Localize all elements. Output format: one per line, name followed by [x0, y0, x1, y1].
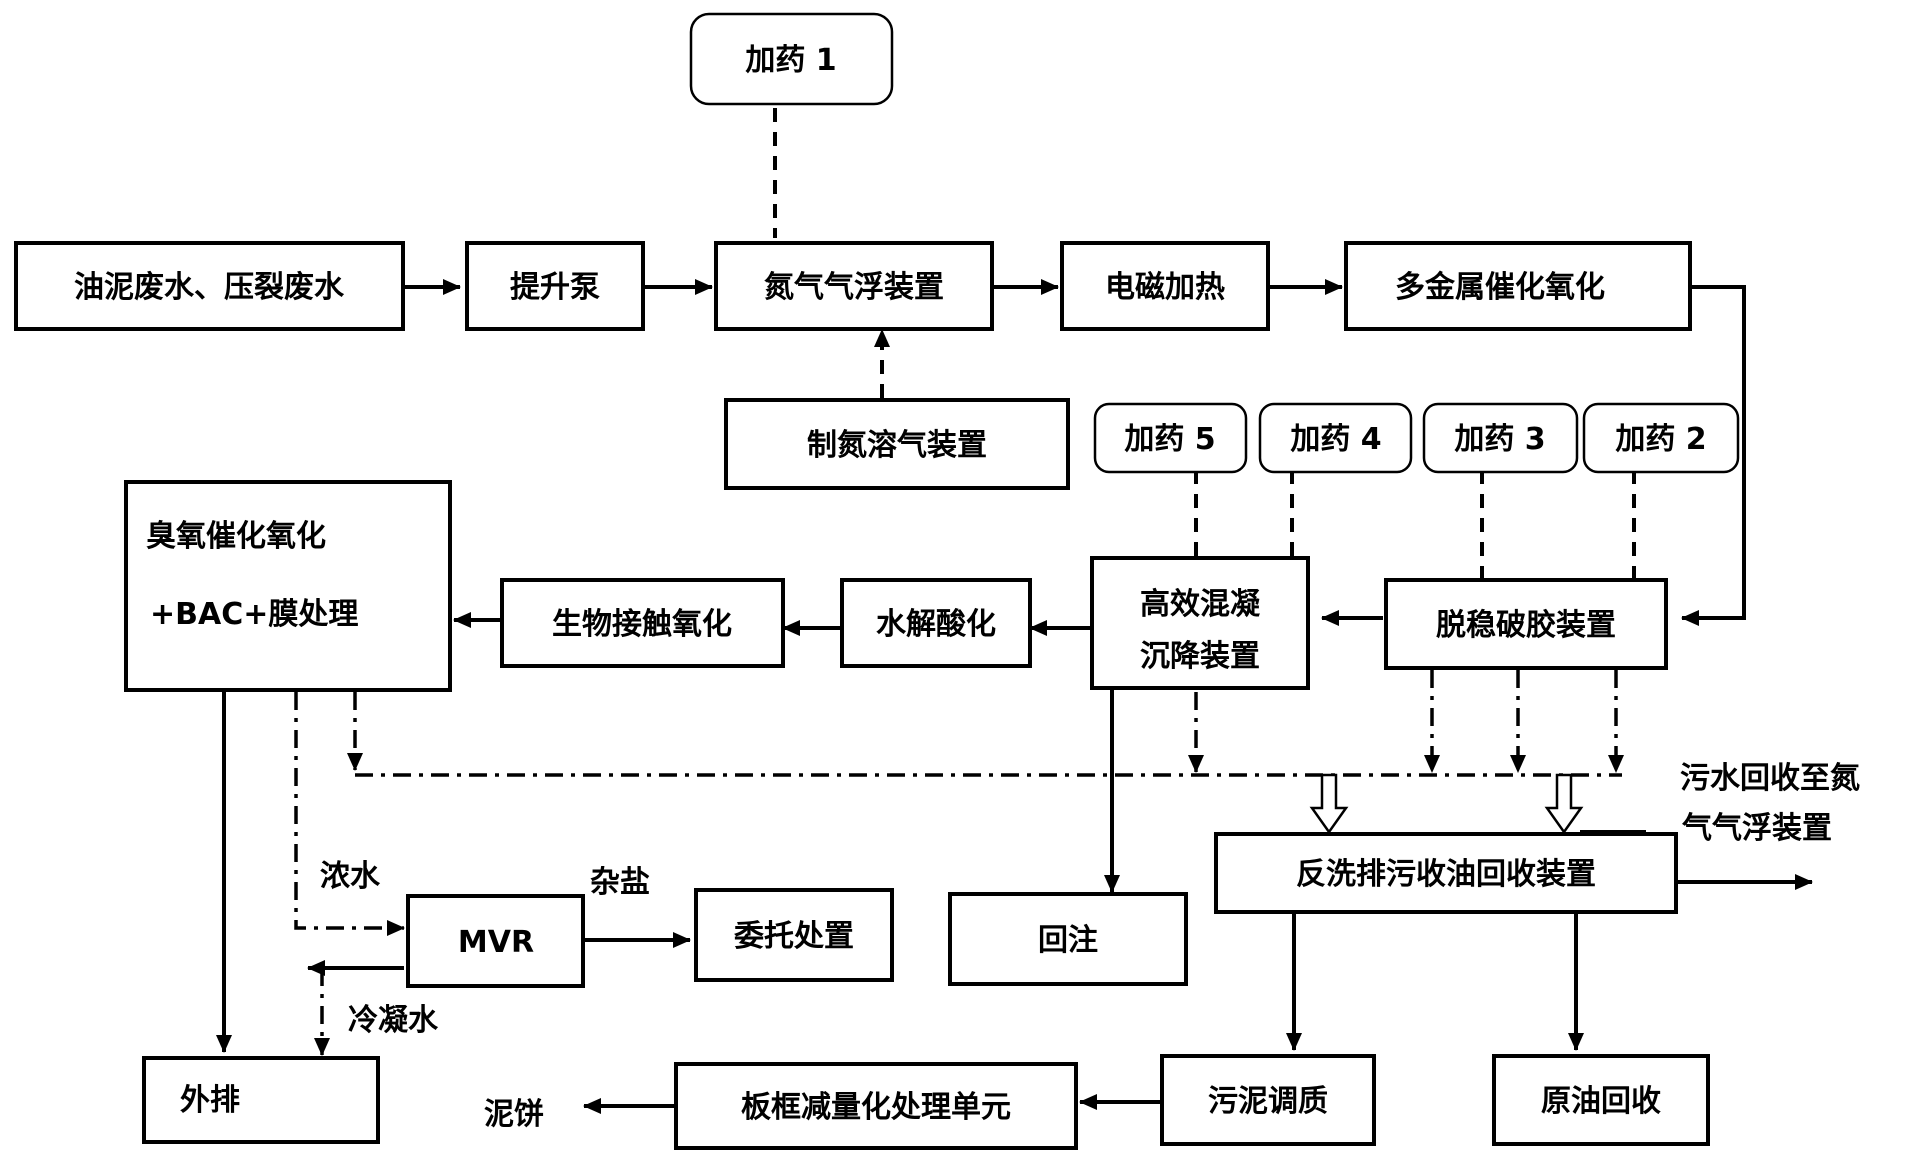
node-em-heat: 电磁加热: [1060, 241, 1270, 331]
node-dose3: 加药 3: [1422, 402, 1579, 474]
node-reinject: 回注: [948, 892, 1188, 986]
svg-text:污泥调质: 污泥调质: [1208, 1084, 1328, 1119]
svg-text:+BAC+膜处理: +BAC+膜处理: [150, 597, 358, 632]
node-entrust: 委托处置: [694, 888, 894, 982]
node-pump: 提升泵: [465, 241, 645, 331]
svg-text:脱稳破胶装置: 脱稳破胶装置: [1436, 608, 1616, 643]
svg-text:高效混凝: 高效混凝: [1140, 587, 1261, 622]
node-inflow: 油泥废水、压裂废水: [14, 241, 405, 331]
svg-text:加药 5: 加药 5: [1124, 422, 1215, 457]
node-plate-frame: 板框减量化处理单元: [674, 1062, 1078, 1150]
svg-text:加药 3: 加药 3: [1454, 422, 1545, 457]
svg-text:多金属催化氧化: 多金属催化氧化: [1395, 270, 1605, 305]
svg-text:板框减量化处理单元: 板框减量化处理单元: [741, 1090, 1011, 1125]
label-mixed-salt: 杂盐: [590, 865, 650, 900]
svg-text:委托处置: 委托处置: [734, 919, 854, 954]
node-sludge-cond: 污泥调质: [1160, 1054, 1376, 1146]
node-demulsification: 脱稳破胶装置: [1384, 578, 1668, 670]
node-dose5: 加药 5: [1093, 402, 1248, 474]
svg-text:回注: 回注: [1038, 923, 1098, 958]
node-coagulation: 高效混凝 沉降装置: [1090, 556, 1310, 690]
svg-text:臭氧催化氧化: 臭氧催化氧化: [146, 519, 326, 554]
svg-text:原油回收: 原油回收: [1541, 1084, 1661, 1119]
node-hydrolysis: 水解酸化: [840, 578, 1032, 668]
svg-text:加药 2: 加药 2: [1615, 422, 1706, 457]
node-multi-metal: 多金属催化氧化: [1344, 241, 1692, 331]
hollow-arrow-1: [1309, 773, 1349, 835]
node-n2-dissolve: 制氮溶气装置: [724, 398, 1070, 490]
svg-text:MVR: MVR: [458, 925, 534, 960]
arrow-multimetal-demuls: [1681, 285, 1746, 626]
arrow-concentrate-mvr: [294, 692, 405, 936]
node-dose1: 加药 1: [689, 12, 894, 106]
label-sewage-recovery-2: 气气浮装置: [1682, 811, 1832, 846]
svg-text:加药 1: 加药 1: [745, 43, 836, 78]
svg-text:外排: 外排: [180, 1083, 240, 1118]
node-mvr: MVR: [406, 894, 585, 988]
svg-text:加药 4: 加药 4: [1290, 422, 1381, 457]
label-condensate: 冷凝水: [348, 1003, 439, 1038]
label-mudcake: 泥饼: [484, 1097, 544, 1132]
svg-text:水解酸化: 水解酸化: [876, 607, 996, 642]
svg-text:反洗排污收油回收装置: 反洗排污收油回收装置: [1296, 857, 1596, 892]
label-sewage-recovery-1: 污水回收至氮: [1680, 761, 1860, 796]
svg-text:油泥废水、压裂废水: 油泥废水、压裂废水: [74, 270, 345, 305]
node-ozone: 臭氧催化氧化 +BAC+膜处理: [124, 480, 452, 692]
svg-text:提升泵: 提升泵: [510, 270, 600, 305]
label-concentrate: 浓水: [320, 859, 381, 894]
svg-text:氮气气浮装置: 氮气气浮装置: [764, 270, 944, 305]
node-dose4: 加药 4: [1258, 402, 1413, 474]
node-crude-recovery: 原油回收: [1492, 1054, 1710, 1146]
hollow-arrow-2: [1544, 773, 1584, 835]
svg-text:电磁加热: 电磁加热: [1105, 270, 1225, 305]
svg-text:沉降装置: 沉降装置: [1140, 639, 1260, 674]
svg-text:生物接触氧化: 生物接触氧化: [552, 607, 732, 642]
node-flotation: 氮气气浮装置: [714, 241, 994, 331]
svg-text:制氮溶气装置: 制氮溶气装置: [807, 428, 987, 463]
node-dose2: 加药 2: [1582, 402, 1740, 474]
node-backwash: 反洗排污收油回收装置: [1214, 832, 1678, 914]
node-bio-contact: 生物接触氧化: [500, 578, 785, 668]
node-discharge: 外排: [142, 1056, 380, 1144]
